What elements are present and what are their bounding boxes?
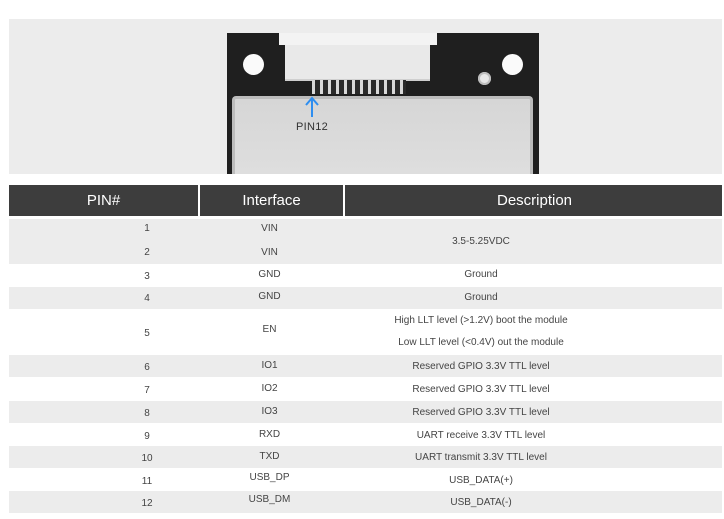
table-row: 1 2 VIN VIN 3.5-5.25VDC xyxy=(9,219,722,264)
interface-name: IO2 xyxy=(261,383,278,394)
pin-description: Ground xyxy=(464,292,498,303)
interface-name: GND xyxy=(258,269,281,280)
pin-description: UART receive 3.3V TTL level xyxy=(416,430,546,441)
interface-name: IO3 xyxy=(261,406,278,417)
lcd-screen xyxy=(232,96,533,174)
pin-number: 7 xyxy=(144,385,150,396)
header-interface: Interface xyxy=(198,185,343,216)
pin-number: 10 xyxy=(141,453,153,464)
mounting-hole xyxy=(243,54,264,75)
pin-description: USB_DATA(-) xyxy=(450,497,512,508)
pin-description: USB_DATA(+) xyxy=(449,475,513,486)
pin-number: 1 xyxy=(144,223,150,234)
mounting-hole xyxy=(502,54,523,75)
pin-description: 3.5-5.25VDC xyxy=(452,236,510,247)
arrow-up-icon xyxy=(305,96,319,117)
table-row: 10 TXD UART transmit 3.3V TTL level xyxy=(9,446,722,468)
table-row: 8 IO3 Reserved GPIO 3.3V TTL level xyxy=(9,401,722,423)
table-row: 4 GND Ground xyxy=(9,287,722,309)
pin-number: 8 xyxy=(144,408,150,419)
table-row: 11 USB_DP USB_DATA(+) xyxy=(9,469,722,491)
pin-number: 3 xyxy=(144,271,150,282)
screw-icon xyxy=(478,72,491,85)
table-row: 12 USB_DM USB_DATA(-) xyxy=(9,491,722,513)
pin-description: Reserved GPIO 3.3V TTL level xyxy=(412,407,550,418)
pin-number: 4 xyxy=(144,293,150,304)
pin-number: 2 xyxy=(144,247,150,258)
interface-name: IO1 xyxy=(261,360,278,371)
pin-description: UART transmit 3.3V TTL level xyxy=(415,452,547,463)
interface-name: VIN xyxy=(261,223,278,234)
header-pin: PIN# xyxy=(86,192,121,209)
interface-name: USB_DM xyxy=(248,494,291,505)
table-row: 7 IO2 Reserved GPIO 3.3V TTL level xyxy=(9,378,722,400)
pin-number: 12 xyxy=(141,498,153,509)
pin12-label: PIN12 xyxy=(296,121,329,133)
interface-name: GND xyxy=(258,291,281,302)
pin-number: 6 xyxy=(144,362,150,373)
table-header: PIN# Interface Description xyxy=(9,185,722,216)
interface-name: EN xyxy=(262,324,277,335)
pin-description: Reserved GPIO 3.3V TTL level xyxy=(412,361,550,372)
interface-name: RXD xyxy=(258,429,281,440)
interface-name: USB_DP xyxy=(249,472,290,483)
pin-description: Ground xyxy=(464,269,498,280)
table-row: 9 RXD UART receive 3.3V TTL level xyxy=(9,424,722,446)
pin-number: 5 xyxy=(144,328,150,339)
table-row: 6 IO1 Reserved GPIO 3.3V TTL level xyxy=(9,355,722,377)
pin-number: 11 xyxy=(141,476,153,487)
header-description: Description xyxy=(343,185,724,216)
pin-description: Reserved GPIO 3.3V TTL level xyxy=(412,384,550,395)
interface-name: TXD xyxy=(259,451,280,462)
pin-number: 9 xyxy=(144,431,150,442)
connector-pins xyxy=(312,80,406,94)
fpc-connector xyxy=(285,45,430,81)
fpc-connector-cover xyxy=(279,33,437,45)
table-row: 3 GND Ground xyxy=(9,266,722,287)
table-row: 5 EN High LLT level (>1.2V) boot the mod… xyxy=(9,310,722,354)
pin-description: Low LLT level (<0.4V) out the module xyxy=(398,337,564,348)
pin-description: High LLT level (>1.2V) boot the module xyxy=(394,315,568,326)
interface-name: VIN xyxy=(261,247,278,258)
